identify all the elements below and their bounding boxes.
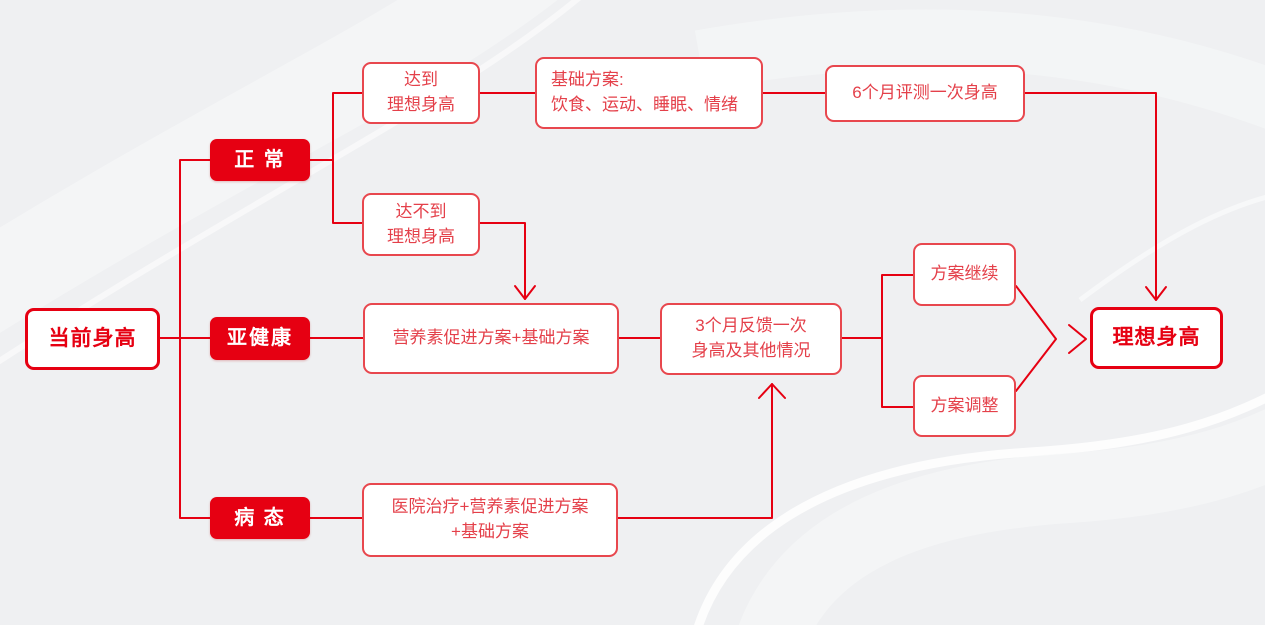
arrowhead-down-icon — [514, 285, 536, 300]
plan-split-connector — [881, 274, 914, 408]
converge-connector — [1015, 285, 1057, 392]
node-current-height: 当前身高 — [25, 308, 160, 370]
node-eval-6m: 6个月评测一次身高 — [825, 65, 1025, 122]
node-nutrient-plan: 营养素促进方案+基础方案 — [363, 303, 619, 374]
node-ideal-height: 理想身高 — [1090, 307, 1223, 369]
swoosh-curve — [738, 409, 1265, 625]
node-pathology: 病 态 — [210, 497, 310, 539]
swoosh-curve — [1078, 194, 1265, 303]
notreach-to-nutrient-connector — [479, 222, 526, 300]
trunk-connector — [159, 159, 211, 519]
node-subhealth: 亚健康 — [210, 317, 310, 360]
eval-to-ideal-connector — [1024, 92, 1157, 301]
node-not-reach-ideal: 达不到 理想身高 — [362, 193, 480, 256]
node-feedback-3m: 3个月反馈一次 身高及其他情况 — [660, 303, 842, 375]
node-basic-plan: 基础方案: 饮食、运动、睡眠、情绪 — [535, 57, 763, 129]
node-reach-ideal: 达到 理想身高 — [362, 62, 480, 124]
arrowhead-right-icon — [1068, 324, 1087, 354]
node-hospital-plan: 医院治疗+营养素促进方案 +基础方案 — [362, 483, 618, 557]
node-plan-adjust: 方案调整 — [913, 375, 1016, 437]
normal-branch-connector — [309, 92, 363, 224]
arrowhead-up-icon — [758, 383, 786, 399]
hospital-to-feedback-connector — [617, 383, 773, 519]
node-normal: 正 常 — [210, 139, 310, 181]
arrowhead-down-icon — [1145, 286, 1167, 301]
node-plan-continue: 方案继续 — [913, 243, 1016, 306]
